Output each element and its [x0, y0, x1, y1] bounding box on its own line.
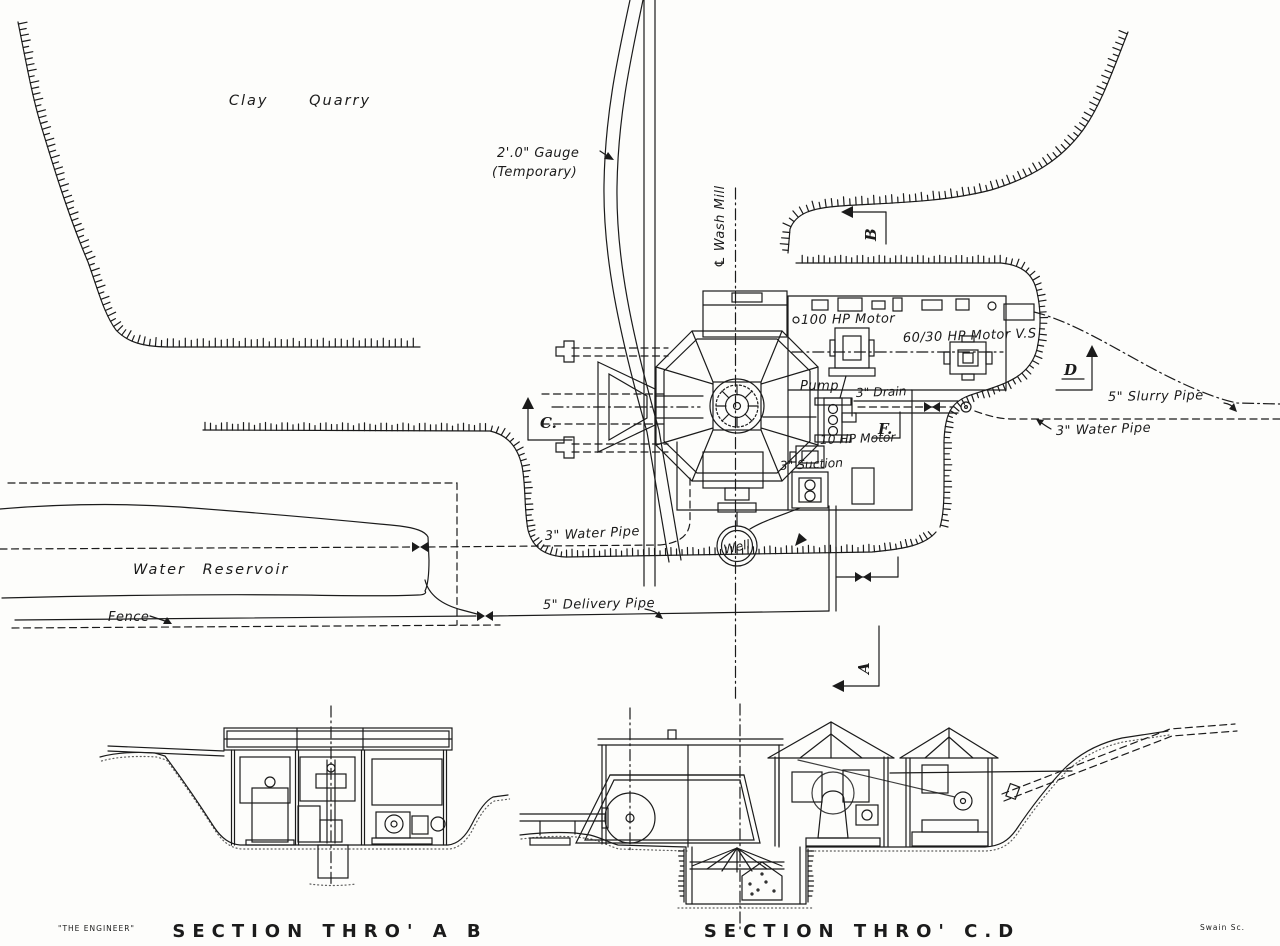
arrowhead: [655, 611, 663, 619]
well: Well: [716, 525, 758, 567]
suction-unit: [791, 471, 829, 509]
fence-label: Fence: [108, 610, 149, 625]
mill-side-rails: [571, 347, 669, 453]
delivery-pipe: [14, 608, 830, 621]
arrowhead: [163, 617, 172, 624]
arrowhead: [832, 680, 844, 692]
marker-letter: B: [862, 228, 880, 242]
motor-100hp: [828, 327, 876, 399]
engraver-credit: Swain Sc.: [1200, 923, 1245, 932]
mill-pit: [677, 846, 815, 909]
section-ab-title: SECTION THRO' A B: [172, 921, 487, 942]
fence-line: [7, 482, 501, 629]
room-corner: [871, 411, 901, 439]
quarry-bank-edges: [17, 21, 1129, 558]
water-pipe-right-label: 3" Water Pipe: [1056, 421, 1152, 439]
drain-label: 3" Drain: [856, 384, 907, 400]
motor-60-30hp-label: 60/30 HP Motor V.S: [903, 326, 1037, 346]
engine-house: [767, 721, 895, 847]
mill-braces: [655, 330, 819, 482]
valve-icon: [477, 611, 485, 621]
f-tag-label: F.: [877, 420, 892, 438]
section-marker-c: C.: [522, 397, 573, 441]
valve-icon: [855, 572, 863, 582]
arrowhead: [1229, 403, 1237, 412]
section-marker-b: B: [841, 206, 887, 245]
gauge-label-2: (Temporary): [492, 165, 577, 180]
motor-10hp-label: 10 HP Motor: [820, 430, 897, 447]
arrowhead: [604, 152, 614, 160]
ground-slot: [529, 837, 571, 846]
slurry-pipe-elevation: [1001, 723, 1238, 802]
motor-10hp: [789, 445, 825, 469]
centerline-label: ℄ Wash Mill: [713, 185, 728, 268]
valve-icon: [924, 402, 932, 412]
building-frame: [107, 727, 453, 846]
flow-arrow: [795, 533, 807, 546]
water-pipe-left-label: 3" Water Pipe: [544, 524, 640, 544]
section-marker-a: A: [832, 625, 880, 692]
section-marker-d: D: [1055, 345, 1098, 391]
publication-credit: "THE ENGINEER": [58, 924, 135, 933]
valve-icon: [863, 572, 871, 582]
arrowhead: [1086, 345, 1098, 357]
valve-icon: [485, 611, 493, 621]
motor-house: [797, 727, 1073, 847]
water-pipe-right: [971, 409, 1280, 430]
machinery: [239, 756, 446, 846]
ground-right: [805, 730, 1169, 848]
valve-icon: [932, 402, 940, 412]
arrowhead: [522, 397, 534, 409]
flat-roof-shed: [597, 729, 784, 848]
arrowhead: [1036, 419, 1044, 426]
sweep-arms: [689, 847, 785, 873]
blank-foundation: [851, 467, 875, 505]
suction-label: 3" Suction: [779, 456, 843, 473]
pump-label: Pump: [800, 379, 839, 394]
marker-letter: C.: [540, 414, 557, 432]
well-label: Well: [722, 537, 751, 556]
water-reservoir: [0, 503, 478, 615]
section-cd: [519, 703, 1238, 931]
marker-letter: A: [855, 662, 873, 676]
drain-pipe: [851, 397, 972, 417]
water-reservoir-label: Water Reservoir: [133, 562, 289, 578]
motor-100hp-label: 100 HP Motor: [801, 311, 897, 328]
slurry-pipe-label: 5" Slurry Pipe: [1108, 388, 1204, 405]
gauge-label: 2'.0" Gauge: [497, 146, 579, 161]
wash-mill-plan: [555, 290, 819, 527]
water-pipe-left: [0, 473, 691, 552]
section-cd-title: SECTION THRO' C.D: [704, 921, 1020, 942]
bench-equipment: [811, 297, 997, 312]
valve-icon: [412, 542, 420, 552]
delivery-riser: [749, 505, 899, 612]
machine-house: [676, 295, 1035, 546]
arrowhead: [841, 206, 853, 218]
delivery-pipe-label: 5" Delivery Pipe: [543, 596, 655, 613]
slurry-pipe: [1033, 311, 1280, 412]
railway-tracks: [599, 0, 682, 587]
pump-unit: [762, 397, 857, 443]
datum-circle: [792, 316, 800, 324]
marker-letter: D: [1063, 361, 1077, 379]
motor-60-30hp: [943, 335, 993, 381]
slurry-wall-pipe: [1003, 303, 1035, 321]
section-ab: [99, 705, 511, 887]
clay-quarry-label: Clay Quarry: [229, 93, 371, 109]
valve-icon: [420, 542, 428, 552]
plan-view: 2'.0" Gauge (Temporary) Clay Quarry ℄ Wa…: [0, 0, 1280, 703]
under-pit: [317, 844, 349, 879]
mill-gear: [709, 378, 765, 434]
